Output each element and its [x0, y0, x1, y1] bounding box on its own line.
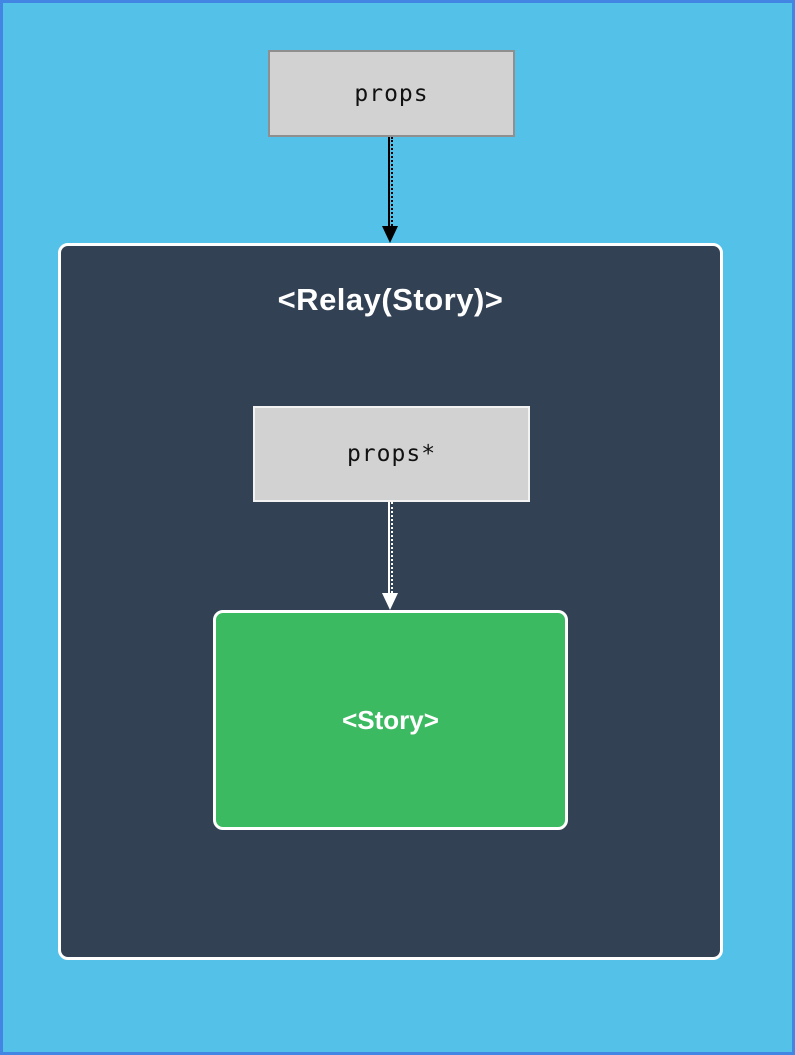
- inner-props-label: props*: [346, 441, 437, 467]
- inner-props-box: props*: [253, 406, 530, 502]
- story-label: <Story>: [342, 704, 439, 735]
- arrow-props-to-relay: [382, 137, 398, 243]
- outer-props-label: props: [354, 80, 429, 107]
- arrowhead-down-icon: [382, 593, 398, 610]
- story-box: <Story>: [213, 610, 568, 830]
- arrow-shaft: [387, 137, 393, 226]
- arrowhead-down-icon: [382, 226, 398, 243]
- arrow-shaft: [387, 502, 393, 593]
- relay-story-container: <Relay(Story)> props* <Story>: [58, 243, 723, 960]
- arrow-props-to-story: [382, 502, 398, 610]
- relay-container-title: <Relay(Story)>: [277, 282, 504, 317]
- outer-props-box: props: [268, 50, 515, 137]
